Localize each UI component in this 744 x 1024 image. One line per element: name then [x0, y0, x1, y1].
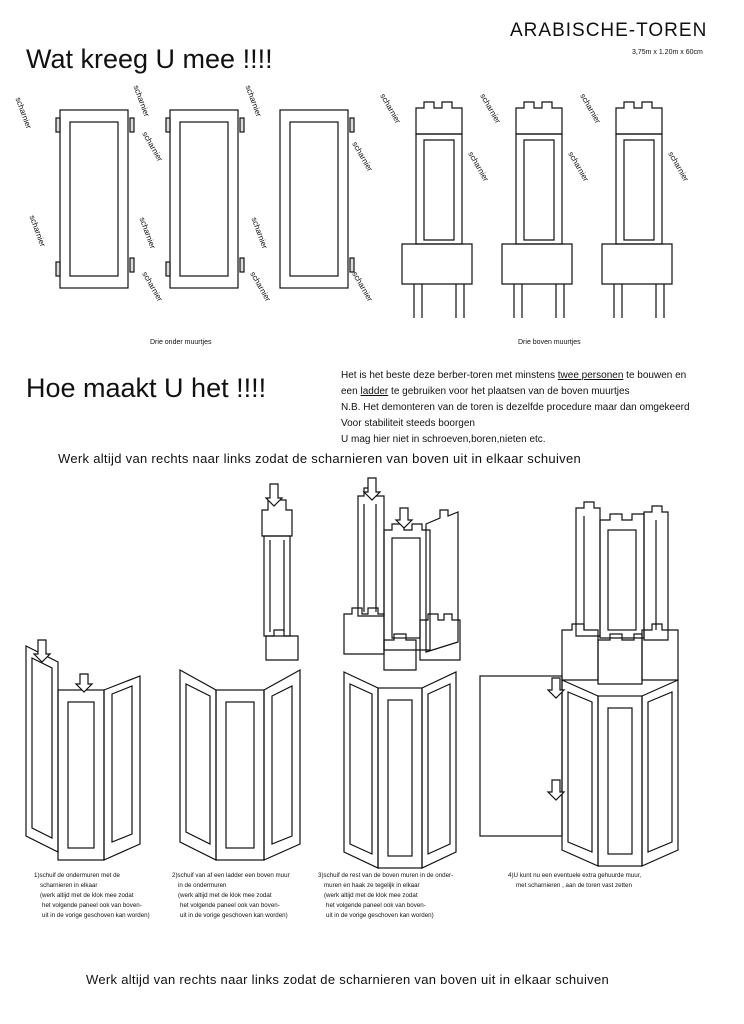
lower-panel-1	[55, 109, 129, 289]
lower-panel-3	[239, 109, 355, 289]
step3-drawing	[343, 477, 461, 869]
arrow-down-icon	[394, 507, 414, 529]
instruction-line: een ladder te gebruiken voor het plaatse…	[341, 386, 630, 397]
page-title: ARABISCHE-TOREN	[510, 20, 708, 41]
step1-drawing	[25, 639, 141, 861]
instructions-block: Het is het beste deze berber-toren met m…	[341, 368, 690, 448]
step3-caption: 3)schuif de rest van de boven muren in d…	[318, 872, 454, 919]
step2-drawing	[179, 483, 301, 861]
section2-heading: Hoe maakt U het !!!!	[26, 373, 267, 403]
upper-panel-2	[501, 101, 573, 318]
instruction-line: Voor stabiliteit steeds boorgen	[341, 418, 475, 429]
instruction-line: N.B. Het demonteren van de toren is deze…	[341, 402, 690, 413]
arrow-down-icon	[546, 779, 566, 801]
rule-text-bottom: Werk altijd van rechts naar links zodat …	[86, 972, 610, 987]
instruction-line: U mag hier niet in schroeven,boren,niete…	[341, 434, 546, 445]
rule-text-top: Werk altijd van rechts naar links zodat …	[58, 451, 582, 466]
upper-panel-3	[601, 101, 673, 318]
arrow-down-icon	[32, 639, 52, 663]
step2-caption: 2)schuif van af een ladder een boven muu…	[172, 872, 290, 919]
upper-panel-1	[401, 101, 473, 318]
arrow-down-icon	[546, 677, 566, 699]
step4-drawing	[479, 501, 679, 867]
step1-caption: 1)schuif de ondermuren met de scharniere…	[34, 872, 150, 919]
lower-panel-2	[129, 109, 239, 289]
step4-caption: 4)U kunt nu een eventuele extra gehuurde…	[508, 872, 642, 889]
arrow-down-icon	[264, 483, 284, 507]
arrow-down-icon	[362, 477, 382, 501]
section1-heading: Wat kreeg U mee !!!!	[26, 44, 273, 74]
caption-lower-walls: Drie onder muurtjes	[150, 339, 212, 346]
arrow-down-icon	[74, 673, 94, 693]
caption-upper-walls: Drie boven muurtjes	[518, 339, 581, 346]
dimensions-label: 3,75m x 1.20m x 60cm	[632, 49, 703, 56]
instruction-line: Het is het beste deze berber-toren met m…	[341, 370, 687, 381]
